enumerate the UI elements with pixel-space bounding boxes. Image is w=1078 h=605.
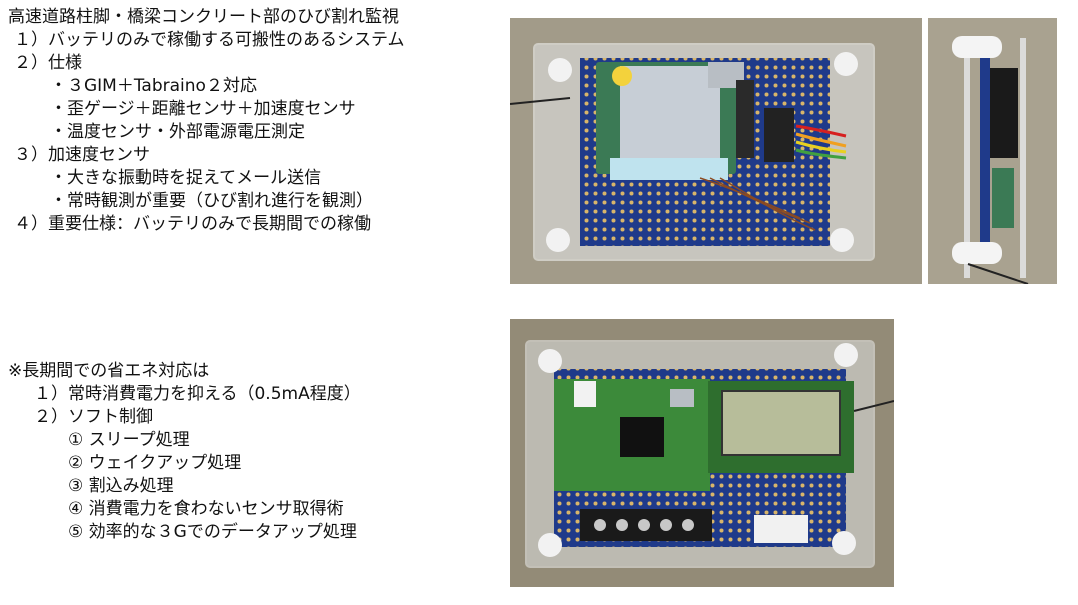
notes-line: ① スリープ処理 (68, 430, 190, 450)
power-saving-notes: ※長期間での省エネ対応は １）常時消費電力を抑える（0.5mA程度） ２）ソフト… (8, 360, 361, 544)
notes-line: ２）ソフト制御 (34, 407, 153, 427)
notes-line: １）常時消費電力を抑える（0.5mA程度） (34, 384, 361, 404)
monitoring-overview: 高速道路柱脚・橋梁コンクリート部のひび割れ監視 １）バッテリのみで稼働する可搬性… (8, 6, 405, 236)
photo-sensor-board-side (928, 18, 1057, 284)
notes-line: ⑤ 効率的な３Gでのデータアップ処理 (68, 522, 357, 542)
spec-line: ・常時観測が重要（ひび割れ進行を観測） (50, 191, 373, 211)
spec-line: ・大きな振動時を捉えてメール送信 (50, 168, 322, 188)
notes-line: ④ 消費電力を食わないセンサ取得術 (68, 499, 344, 519)
notes-title: ※長期間での省エネ対応は (8, 361, 210, 381)
spec-line: ２）仕様 (14, 53, 82, 73)
spec-line: ・温度センサ・外部電源電圧測定 (50, 122, 305, 142)
spec-line: ・歪ゲージ＋距離センサ＋加速度センサ (50, 99, 356, 119)
overview-title: 高速道路柱脚・橋梁コンクリート部のひび割れ監視 (8, 7, 399, 27)
notes-line: ③ 割込み処理 (68, 476, 174, 496)
notes-line: ② ウェイクアップ処理 (68, 453, 242, 473)
photo-lcd-control-board (510, 319, 894, 587)
spec-line: ３）加速度センサ (14, 145, 150, 165)
spec-line: １）バッテリのみで稼働する可搬性のあるシステム (14, 30, 405, 50)
spec-line: ・３GIM＋Tabraino２対応 (50, 76, 257, 96)
spec-line: ４）重要仕様：バッテリのみで長期間での稼働 (14, 214, 371, 234)
photo-sensor-board-top (510, 18, 922, 284)
